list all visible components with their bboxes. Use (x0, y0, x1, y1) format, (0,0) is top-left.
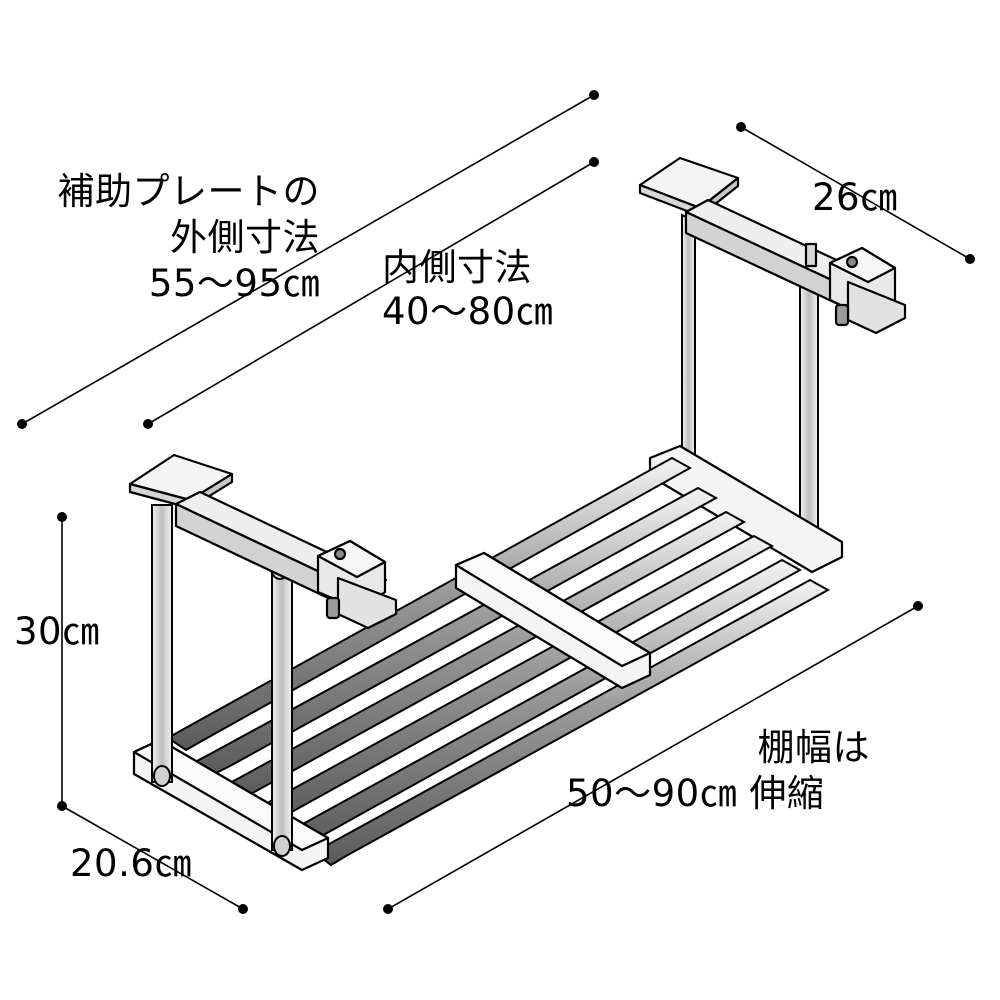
inner-dimension-value: 40〜80㎝ (382, 290, 554, 333)
top-depth-line (740, 126, 971, 260)
outer-width-line (21, 94, 595, 425)
outer-dimension-label-line1: 補助プレートの (57, 170, 320, 213)
outer-dimension-label-line2: 外側寸法 (170, 216, 320, 259)
shelf-width-label-line1: 棚幅は (757, 726, 870, 769)
bottom-depth-line (61, 805, 244, 910)
inner-width-line (147, 161, 595, 425)
dimension-lines (21, 94, 971, 910)
outer-dimension-value: 55〜95㎝ (148, 262, 320, 305)
back-top-bracket (638, 156, 907, 335)
inner-dimension-label: 内側寸法 (382, 246, 532, 289)
height-label: 30㎝ (14, 610, 100, 653)
dimension-dots (17, 90, 975, 914)
bottom-depth-label: 20.6㎝ (70, 842, 192, 885)
shelf-middle-connector (454, 551, 652, 690)
shelf-width-label-line2: 50〜90㎝ 伸縮 (566, 772, 825, 815)
front-posts (151, 504, 293, 857)
shelf-width-line (387, 605, 919, 910)
front-top-bracket (128, 453, 398, 630)
shelf-bars (166, 456, 831, 867)
top-depth-label: 26㎝ (812, 176, 898, 219)
